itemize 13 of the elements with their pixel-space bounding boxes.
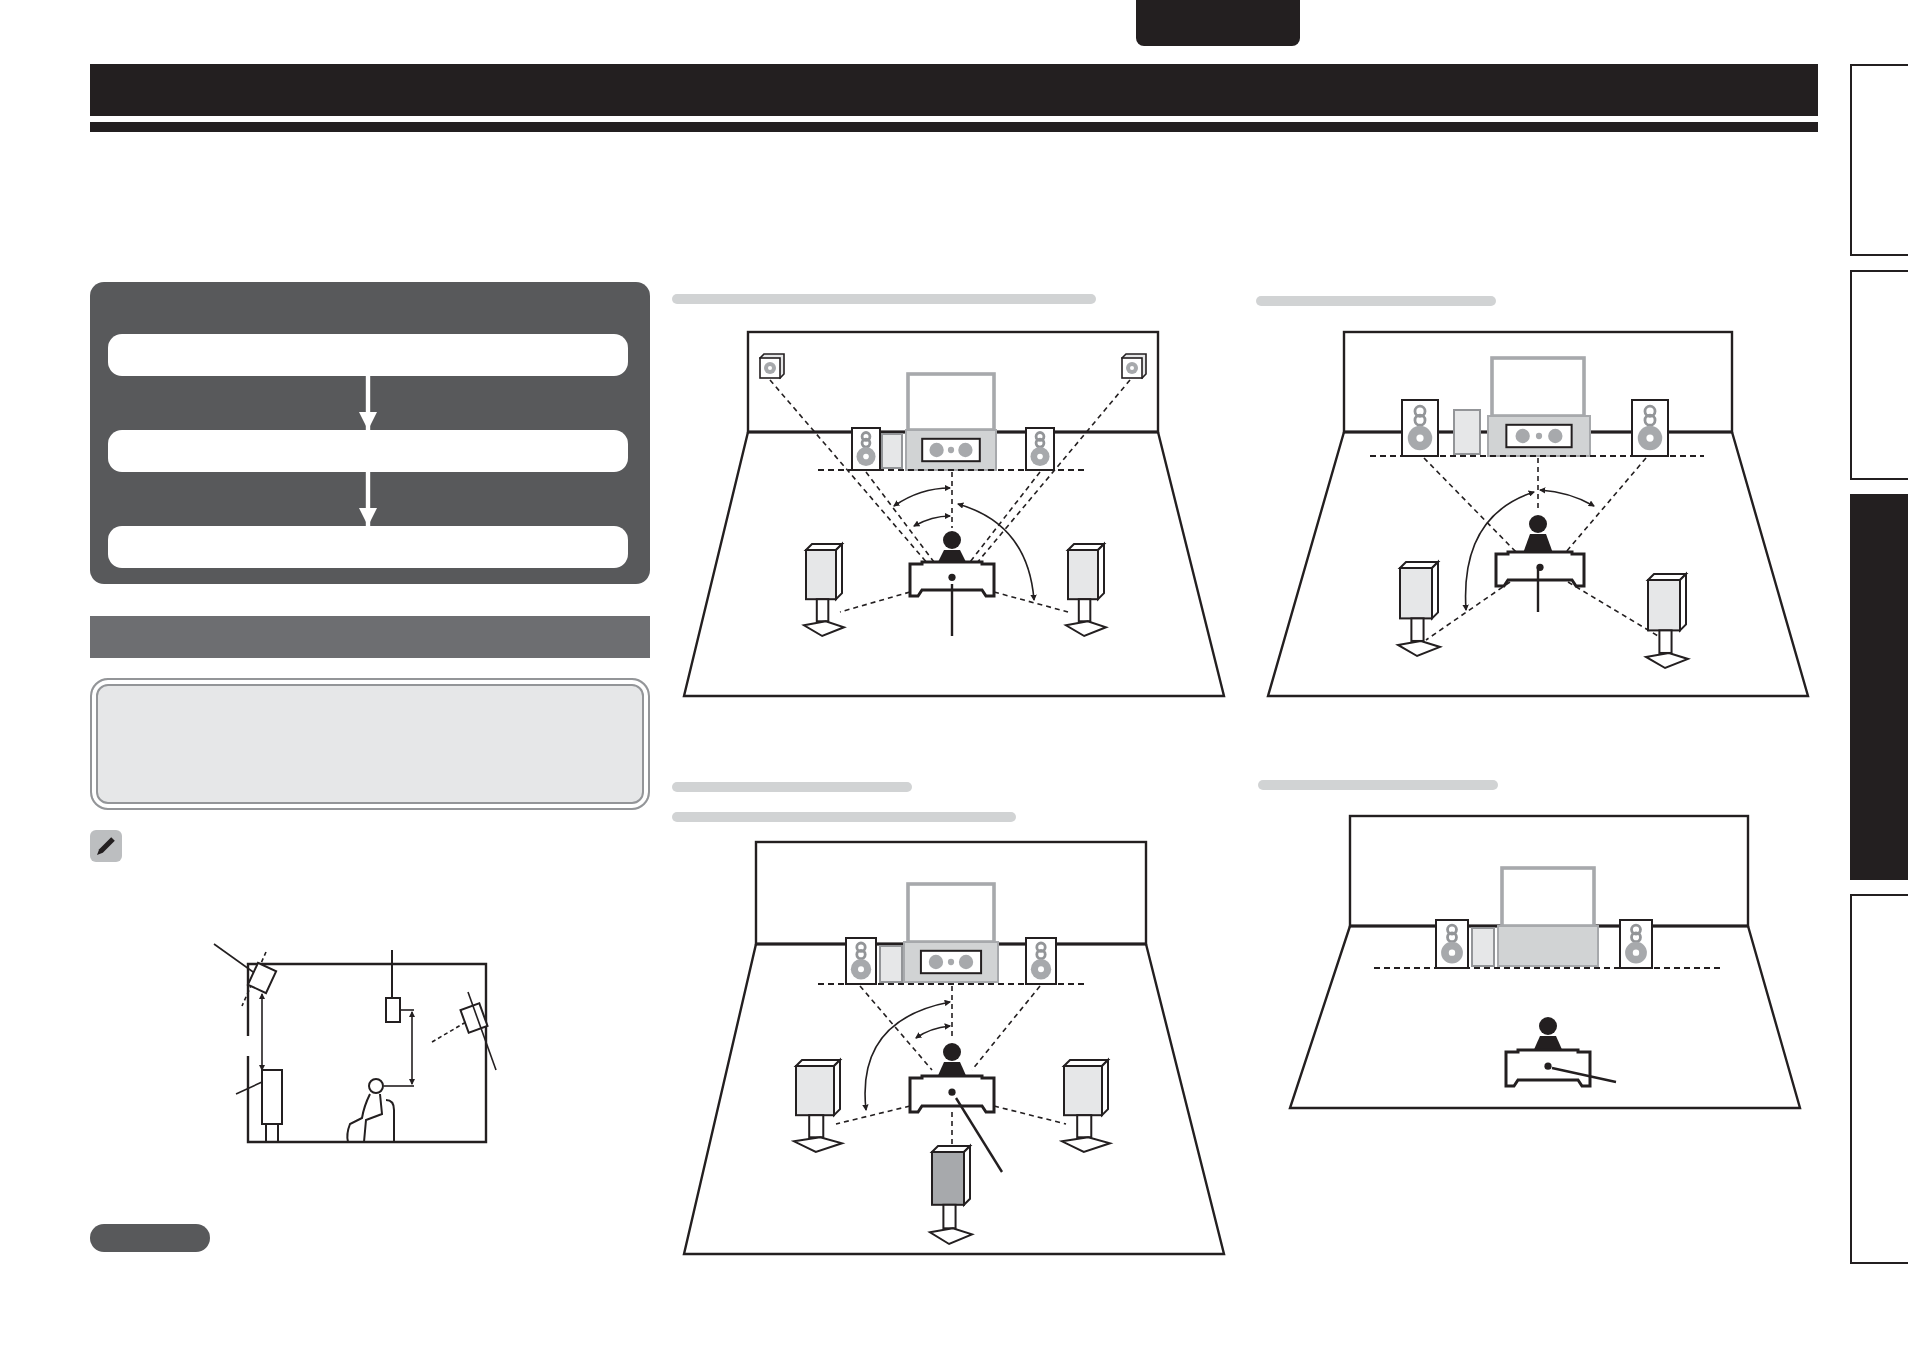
side-tab	[1850, 494, 1908, 880]
step-box	[108, 526, 628, 568]
arrow	[359, 472, 377, 526]
flow-panel	[90, 282, 650, 584]
section-bar	[90, 616, 650, 658]
step-box	[108, 430, 628, 472]
side-tab	[1850, 270, 1908, 480]
title-bar	[90, 64, 1818, 116]
side-tab	[1850, 894, 1908, 1264]
note-box	[90, 678, 650, 810]
side-tab	[1850, 64, 1908, 256]
arrow	[359, 376, 377, 430]
step-box	[108, 334, 628, 376]
